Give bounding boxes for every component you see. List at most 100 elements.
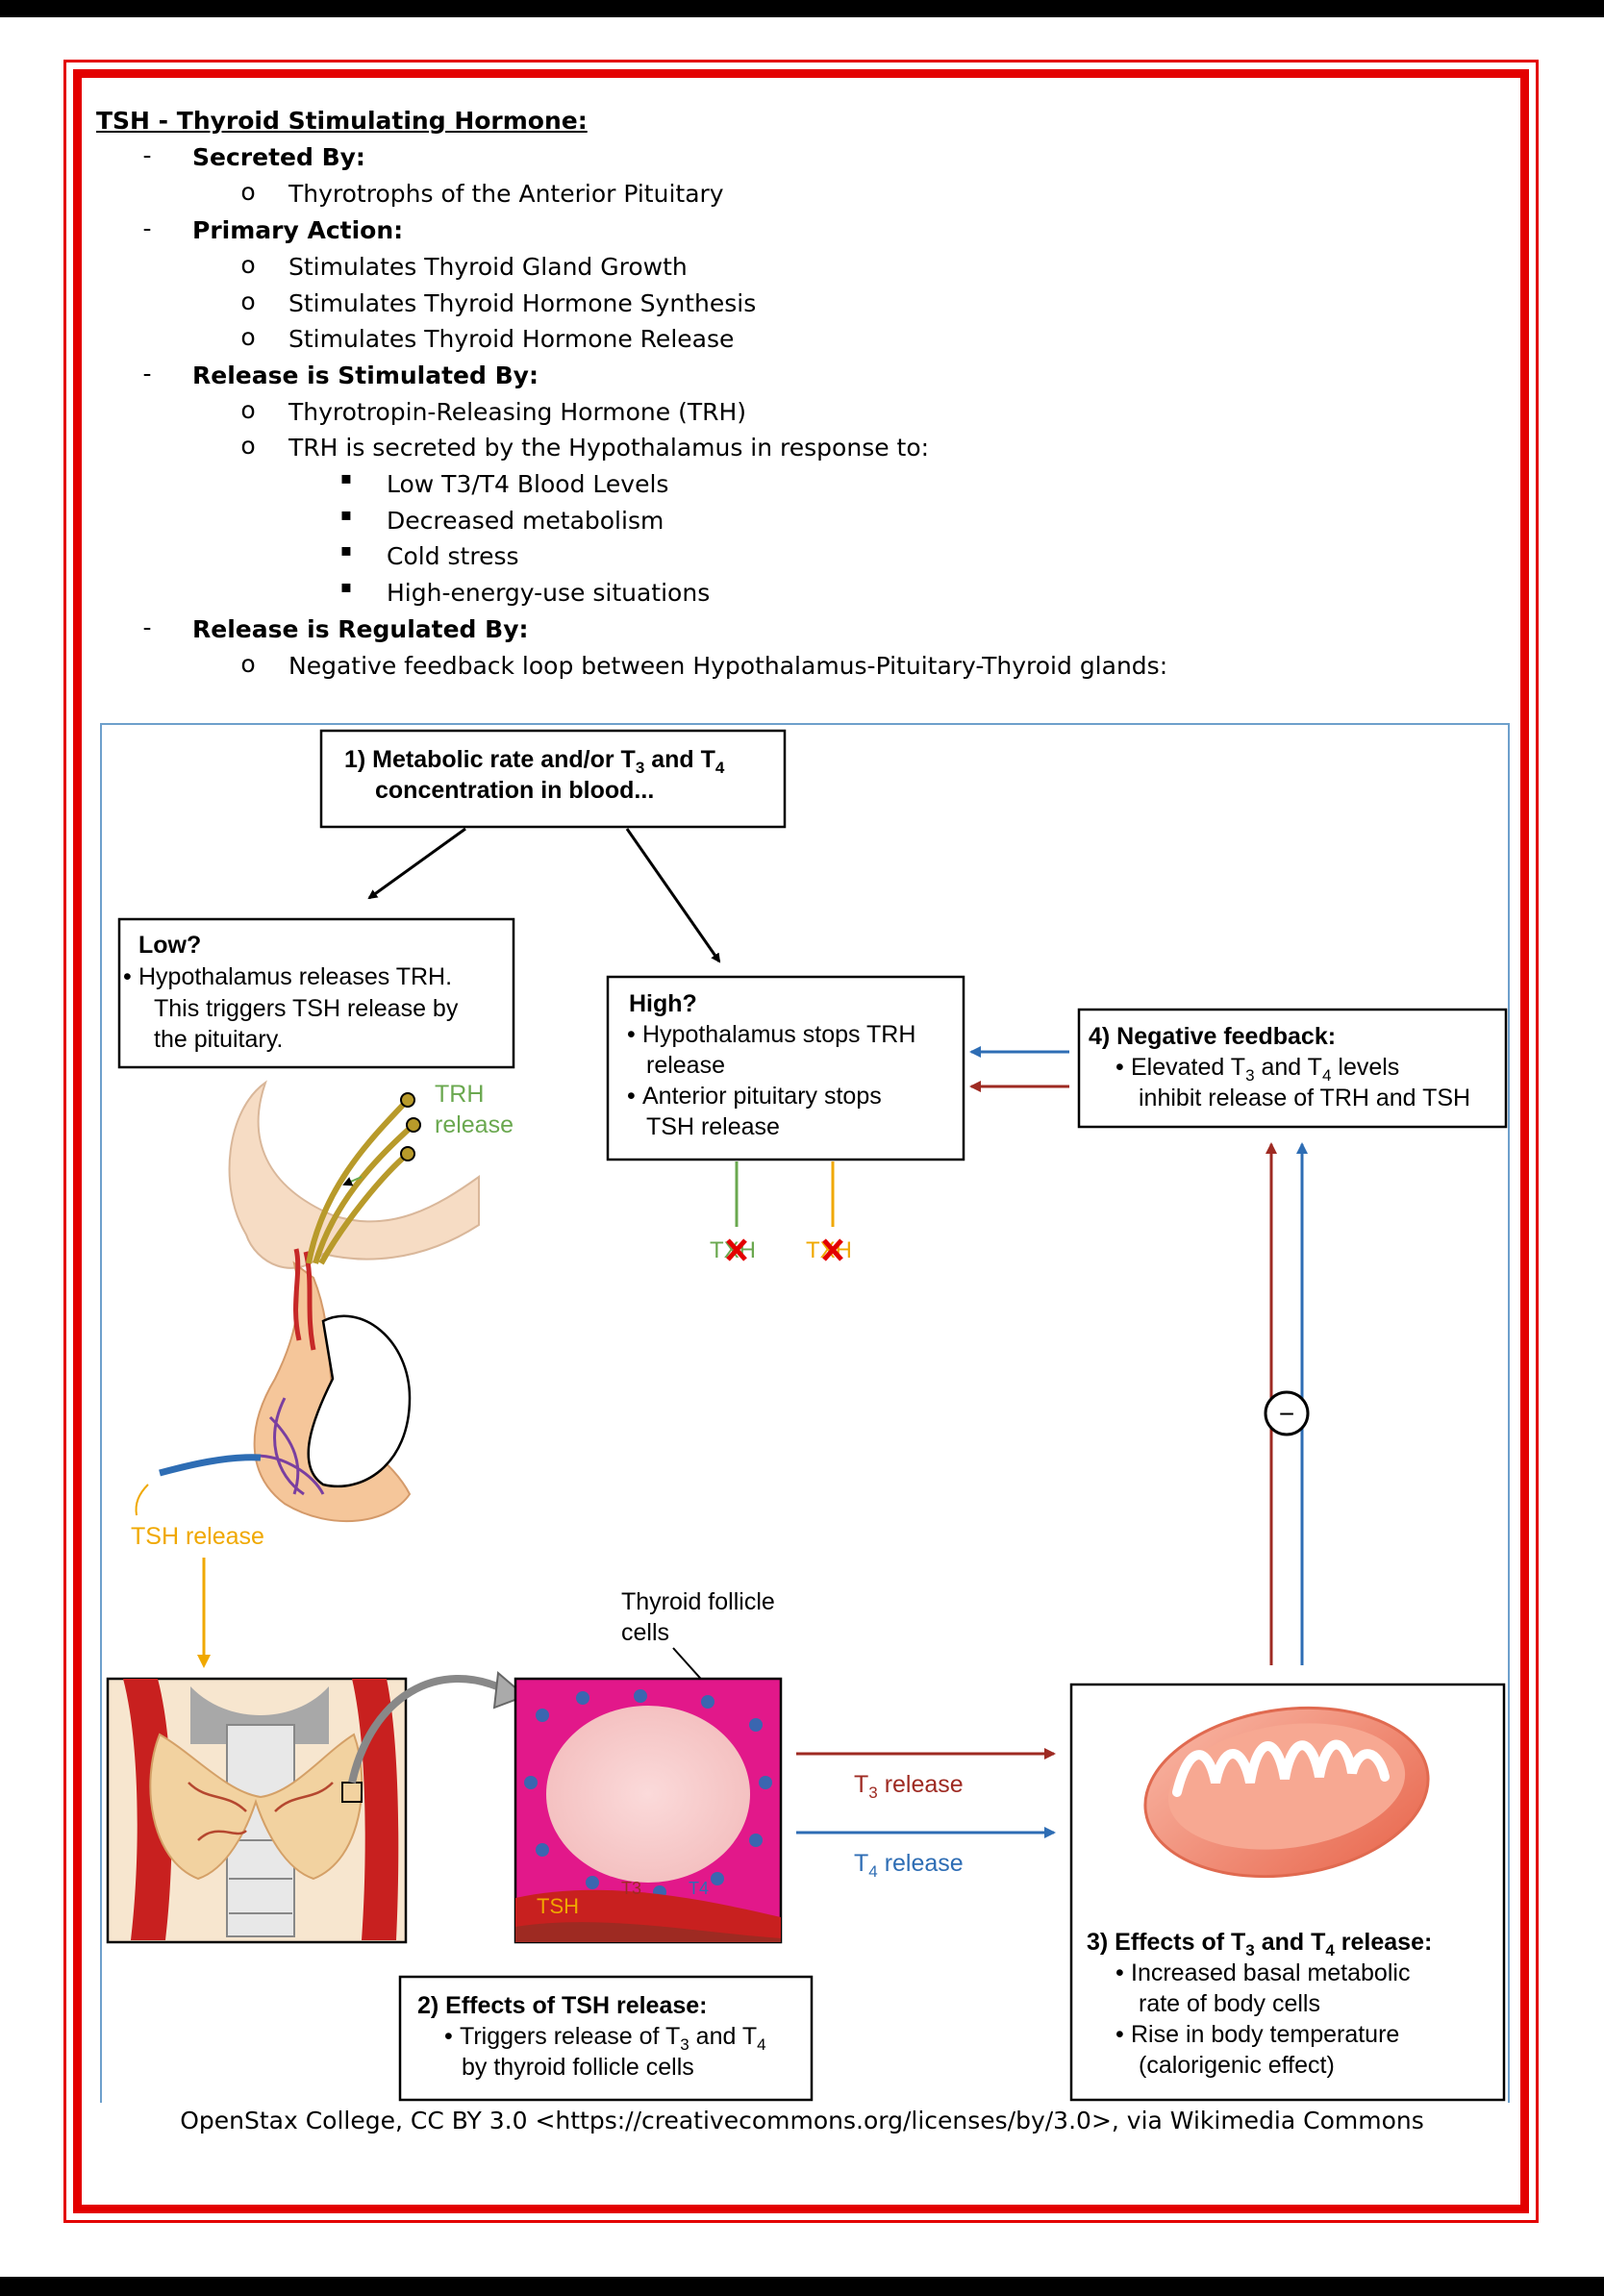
list-item: Stimulates Thyroid Gland Growth — [288, 253, 688, 281]
step2-text-b: and T — [689, 2023, 757, 2050]
t4-release-a: T — [854, 1850, 868, 1877]
neuron-body — [400, 1092, 415, 1108]
thyroid-gland-illustration — [106, 1677, 408, 1944]
list-item: Thyrotropin-Releasing Hormone (TRH) — [288, 398, 747, 426]
t3-release-sub: 3 — [868, 1784, 877, 1802]
list-item: Thyrotrophs of the Anterior Pituitary — [288, 180, 724, 208]
t4-release-b: release — [878, 1850, 964, 1877]
svg-text:T4 release: T4 release — [854, 1850, 964, 1881]
step3-b1-line2: rate of body cells — [1139, 1990, 1320, 2017]
square-bullet: ▪ — [339, 505, 353, 525]
inhibition-sign — [1264, 1390, 1310, 1436]
list-item: Stimulates Thyroid Hormone Synthesis — [288, 289, 757, 317]
low-line2: This triggers TSH release by — [154, 995, 459, 1022]
section-heading: Primary Action: — [192, 216, 404, 244]
trh-label-line1: TRH — [435, 1081, 484, 1108]
sub-4: 4 — [715, 759, 725, 777]
sub-list-item: High-energy-use situations — [387, 579, 711, 607]
step3-title-c: release: — [1335, 1929, 1432, 1956]
mitochondrion-illustration — [1143, 1706, 1430, 1879]
svg-text:1) Metabolic rate and/or T3 an: 1) Metabolic rate and/or T3 and T4 — [344, 746, 725, 777]
dash-bullet: - — [142, 613, 152, 641]
circle-bullet: o — [240, 323, 256, 351]
trh-blocked-label: TXH — [710, 1237, 756, 1263]
svg-text:Elevated T3 and T4 levels: Elevated T3 and T4 levels — [1131, 1054, 1399, 1085]
tsh-curl-arrow — [135, 1484, 149, 1516]
neg-feedback-line2: inhibit release of TRH and TSH — [1139, 1085, 1470, 1111]
posterior-pituitary — [307, 1314, 412, 1488]
negative-feedback-box: 4) Negative feedback: • Elevated T3 and … — [1077, 1008, 1508, 1129]
arrow-to-low — [367, 827, 466, 900]
high-b2-line2: TSH release — [646, 1113, 780, 1140]
dash-bullet: - — [142, 141, 152, 169]
sub-3: 3 — [636, 759, 644, 777]
high-b2-line1: Anterior pituitary stops — [642, 1083, 882, 1110]
red-frame-outer — [63, 60, 1539, 2223]
neuron-axon-1 — [306, 1097, 411, 1264]
circle-bullet: o — [240, 432, 256, 460]
svg-text:Triggers release of T3 and T4: Triggers release of T3 and T4 — [460, 2023, 766, 2054]
image-credit: OpenStax College, CC BY 3.0 <https://cre… — [180, 2107, 1424, 2134]
bullet: • — [444, 2023, 453, 2050]
circle-bullet: o — [240, 251, 256, 279]
neuron-axon-3 — [318, 1151, 410, 1265]
sub-3: 3 — [1245, 1066, 1254, 1085]
trh-label-line2: release — [435, 1111, 514, 1138]
step3-b1-line1: Increased basal metabolic — [1131, 1959, 1410, 1986]
square-bullet: ▪ — [339, 468, 353, 488]
low-line3: the pituitary. — [154, 1026, 283, 1053]
svg-text:3) Effects of T3 and T4 releas: 3) Effects of T3 and T4 release: — [1087, 1929, 1432, 1959]
high-title: High? — [629, 990, 697, 1017]
bullet: • — [123, 963, 132, 990]
step3-title-a: 3) Effects of T — [1087, 1929, 1245, 1956]
low-title: Low? — [138, 932, 201, 959]
step2-line2: by thyroid follicle cells — [462, 2054, 694, 2081]
sub-4: 4 — [1325, 1941, 1335, 1959]
t3-release-a: T — [854, 1771, 868, 1798]
arrow-to-high — [625, 828, 721, 963]
step3-box: 3) Effects of T3 and T4 release: • Incre… — [1069, 1683, 1506, 2102]
neg-text-c: levels — [1331, 1054, 1399, 1081]
square-bullet: ▪ — [339, 540, 353, 561]
step3-title-b: and T — [1255, 1929, 1326, 1956]
neuron-body — [400, 1146, 415, 1161]
blocked-x-icon — [726, 1238, 843, 1261]
follicle-colloid — [546, 1706, 750, 1883]
step1-and: and T — [644, 746, 715, 773]
dash-bullet: - — [142, 214, 152, 242]
sub-list-item: Decreased metabolism — [387, 507, 664, 535]
svg-text:T3 release: T3 release — [854, 1771, 964, 1802]
sub-4: 4 — [757, 2035, 765, 2054]
neg-text-a: Elevated T — [1131, 1054, 1245, 1081]
inset-tsh-label: TSH — [537, 1894, 579, 1918]
high-box: High? • Hypothalamus stops TRH release •… — [606, 975, 965, 1161]
pituitary-illustration — [159, 1080, 480, 1523]
bullet: • — [627, 1021, 636, 1048]
bullet: • — [1115, 2021, 1124, 2048]
step2-text-a: Triggers release of T — [460, 2023, 680, 2050]
neg-feedback-title: 4) Negative feedback: — [1089, 1023, 1336, 1050]
high-b1-line1: Hypothalamus stops TRH — [642, 1021, 915, 1048]
step1-line1: 1) Metabolic rate and/or T — [344, 746, 636, 773]
diagram-svg: 1) Metabolic rate and/or T3 and T4 conce… — [106, 729, 1508, 2102]
square-bullet: ▪ — [339, 577, 353, 597]
bullet: • — [1115, 1959, 1124, 1986]
follicle-label-line2: cells — [621, 1619, 669, 1646]
inset-t4-label: T4 — [689, 1879, 709, 1898]
neuron-body — [406, 1117, 421, 1133]
sub-3: 3 — [680, 2035, 689, 2054]
dash-bullet: - — [142, 360, 152, 387]
step2-title: 2) Effects of TSH release: — [417, 1992, 708, 2019]
sub-list-item: Low T3/T4 Blood Levels — [387, 470, 669, 498]
sub-4: 4 — [1322, 1066, 1331, 1085]
list-item: TRH is secreted by the Hypothalamus in r… — [288, 434, 930, 462]
follicle-label-line1: Thyroid follicle — [621, 1588, 775, 1615]
page-title: TSH - Thyroid Stimulating Hormone: — [96, 107, 588, 135]
zoom-arrow — [348, 1675, 508, 1784]
trh-flow-arrow — [342, 1176, 363, 1186]
red-frame-inner — [73, 69, 1529, 2213]
minus-sign: − — [1279, 1399, 1294, 1429]
tsh-release-label: TSH release — [131, 1523, 264, 1550]
low-line1: Hypothalamus releases TRH. — [138, 963, 452, 990]
high-b1-line2: release — [646, 1052, 725, 1079]
